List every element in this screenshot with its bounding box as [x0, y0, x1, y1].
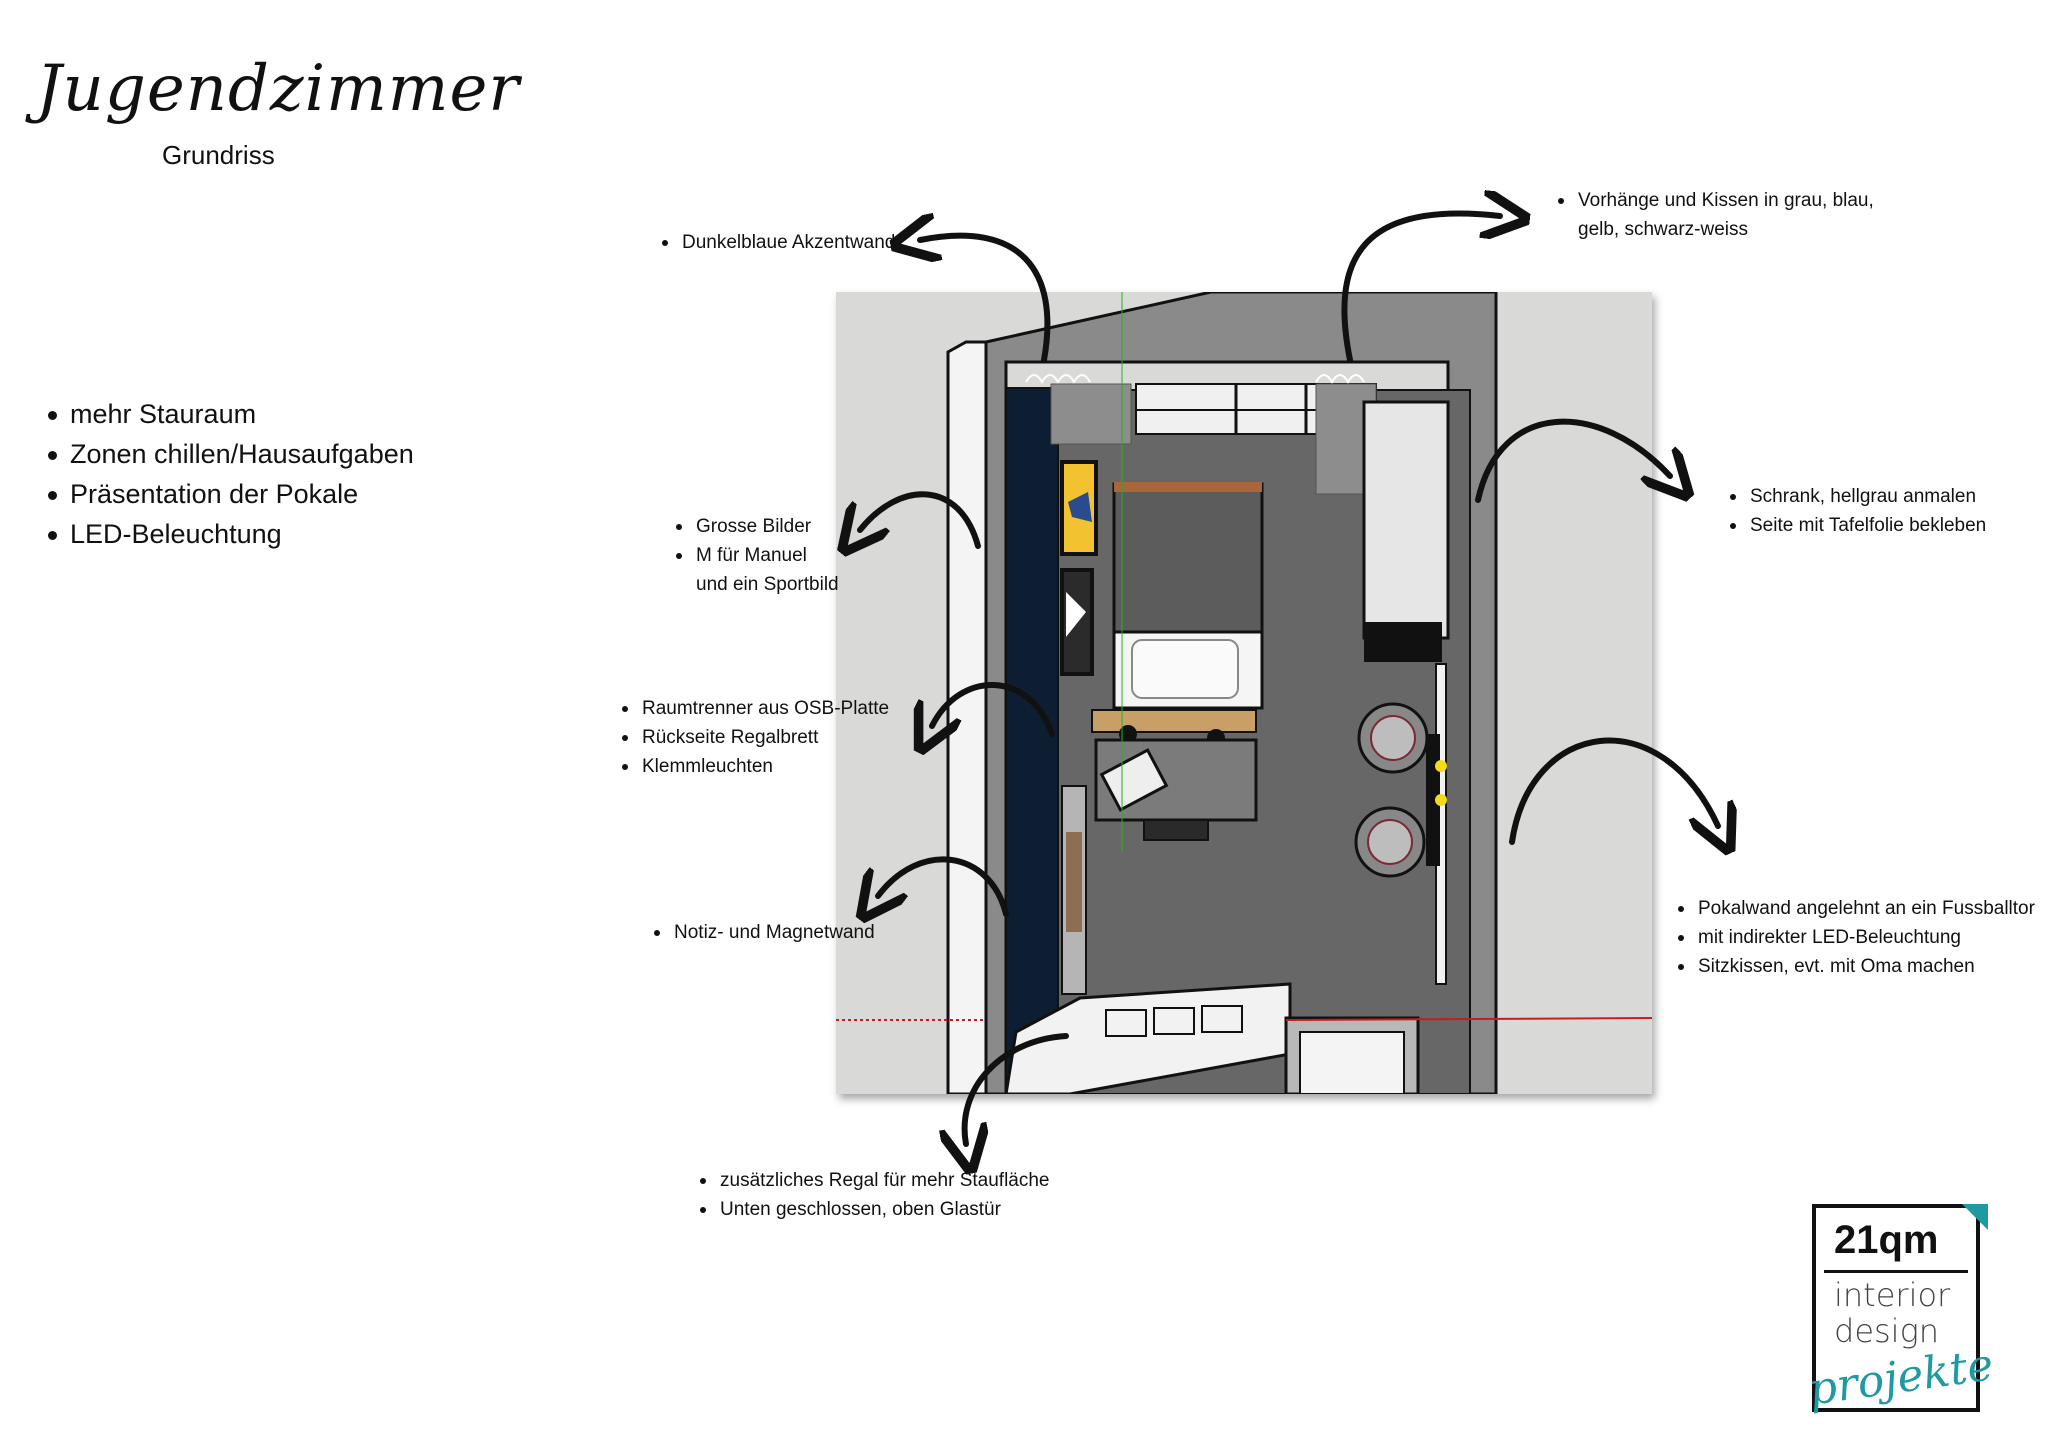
- note-line: und ein Sportbild: [696, 574, 839, 595]
- note-line: Seite mit Tafelfolie bekleben: [1728, 511, 1986, 540]
- note-line: Rückseite Regalbrett: [620, 723, 889, 752]
- wardrobe: [1362, 400, 1450, 640]
- brand-logo: 21qm interior design projekte: [1805, 1204, 1996, 1416]
- floor-plan-drawing: [836, 292, 1652, 1094]
- note-line: Pokalwand angelehnt an ein Fussballtor: [1676, 894, 2035, 923]
- note-line: Grosse Bilder: [674, 512, 839, 541]
- note-line: Klemmleuchten: [620, 752, 889, 781]
- note-line: mit indirekter LED-Beleuchtung: [1676, 923, 2035, 952]
- note-shelf: zusätzliches Regal für mehr Staufläche U…: [698, 1166, 1050, 1224]
- page-subtitle: Grundriss: [162, 140, 275, 170]
- floor-plan: [836, 292, 1652, 1094]
- goals-list: mehr Stauraum Zonen chillen/Hausaufgaben…: [46, 394, 414, 554]
- laptop: [1099, 748, 1169, 812]
- logo-line2: design: [1834, 1312, 1940, 1350]
- note-pictures: Grosse Bilder M für Manuel und ein Sport…: [674, 512, 839, 599]
- logo-line1: interior: [1834, 1276, 1951, 1314]
- chair: [1143, 819, 1209, 841]
- goal-item: mehr Stauraum: [46, 394, 414, 434]
- note-accent-wall: Dunkelblaue Akzentwand: [660, 228, 895, 257]
- note-line: Dunkelblaue Akzentwand: [660, 228, 895, 257]
- note-notice-wall: Notiz- und Magnetwand: [652, 918, 875, 947]
- note-line: Raumtrenner aus OSB-Platte: [620, 694, 889, 723]
- note-line: zusätzliches Regal für mehr Staufläche: [698, 1166, 1050, 1195]
- page-title: Jugendzimmer: [36, 52, 520, 126]
- logo-frame: [1812, 1204, 1980, 1412]
- goal-item: LED-Beleuchtung: [46, 514, 414, 554]
- accent-wall: [1005, 387, 1059, 1094]
- extra-shelf: [1004, 982, 1292, 1094]
- note-line: M für Manuel: [674, 541, 839, 570]
- logo-brand: 21qm: [1834, 1218, 1939, 1262]
- note-line: Schrank, hellgrau anmalen: [1728, 482, 1986, 511]
- goal-item: Zonen chillen/Hausaufgaben: [46, 434, 414, 474]
- led-light: [1435, 760, 1447, 772]
- curtain-right: [1315, 374, 1365, 385]
- note-line: Vorhänge und Kissen in grau, blau,: [1556, 186, 1874, 215]
- note-line: Unten geschlossen, oben Glastür: [698, 1195, 1050, 1224]
- osb-divider: [1091, 709, 1257, 733]
- door-frame: [946, 340, 988, 1094]
- logo-corner: [1962, 1204, 1988, 1230]
- goal-item: Präsentation der Pokale: [46, 474, 414, 514]
- note-curtains: Vorhänge und Kissen in grau, blau, gelb,…: [1556, 186, 1874, 244]
- led-light: [1435, 794, 1447, 806]
- note-line: gelb, schwarz-weiss: [1578, 219, 1748, 240]
- note-line: Sitzkissen, evt. mit Oma machen: [1676, 952, 2035, 981]
- note-wardrobe: Schrank, hellgrau anmalen Seite mit Tafe…: [1728, 482, 1986, 540]
- note-divider: Raumtrenner aus OSB-Platte Rückseite Reg…: [620, 694, 889, 781]
- note-trophy-wall: Pokalwand angelehnt an ein Fussballtor m…: [1676, 894, 2035, 981]
- curtain-left: [1025, 374, 1091, 385]
- logo-rule: [1824, 1270, 1968, 1273]
- note-line: Notiz- und Magnetwand: [652, 918, 875, 947]
